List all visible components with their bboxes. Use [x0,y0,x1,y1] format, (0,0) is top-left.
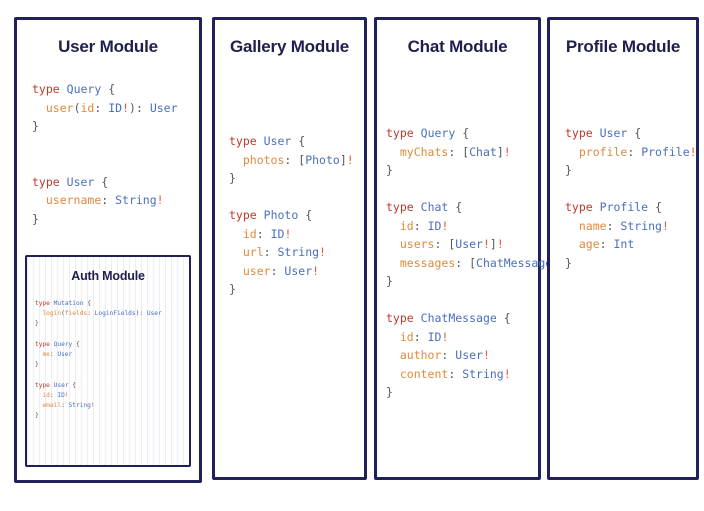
panel-profile-module-title: Profile Module [565,37,681,56]
panel-auth-module-code: type Mutation { login(fields: LoginField… [35,300,162,420]
panel-gallery-module-title: Gallery Module [229,37,350,56]
panel-auth-module[interactable]: Auth Module type Mutation { login(fields… [25,255,191,467]
panel-gallery-module[interactable]: Gallery Module type User { photos: [Phot… [212,17,367,480]
panel-chat-module-code: type Query { myChats: [Chat]! } type Cha… [386,126,566,399]
panel-user-module-title: User Module [58,37,158,56]
panel-chat-module-title: Chat Module [407,37,508,56]
panel-profile-module[interactable]: Profile Module type User { profile: Prof… [547,17,699,480]
panel-gallery-module-code: type User { photos: [Photo]! } type Phot… [229,134,354,296]
panel-user-module-code: type Query { user(id: ID!): User } type … [32,82,178,226]
panel-chat-module[interactable]: Chat Module type Query { myChats: [Chat]… [374,17,566,480]
panel-auth-module-title: Auth Module [71,269,145,283]
panel-user-module[interactable]: User Module type Query { user(id: ID!): … [14,17,202,483]
panel-profile-module-code: type User { profile: Profile! } type Pro… [565,126,697,270]
